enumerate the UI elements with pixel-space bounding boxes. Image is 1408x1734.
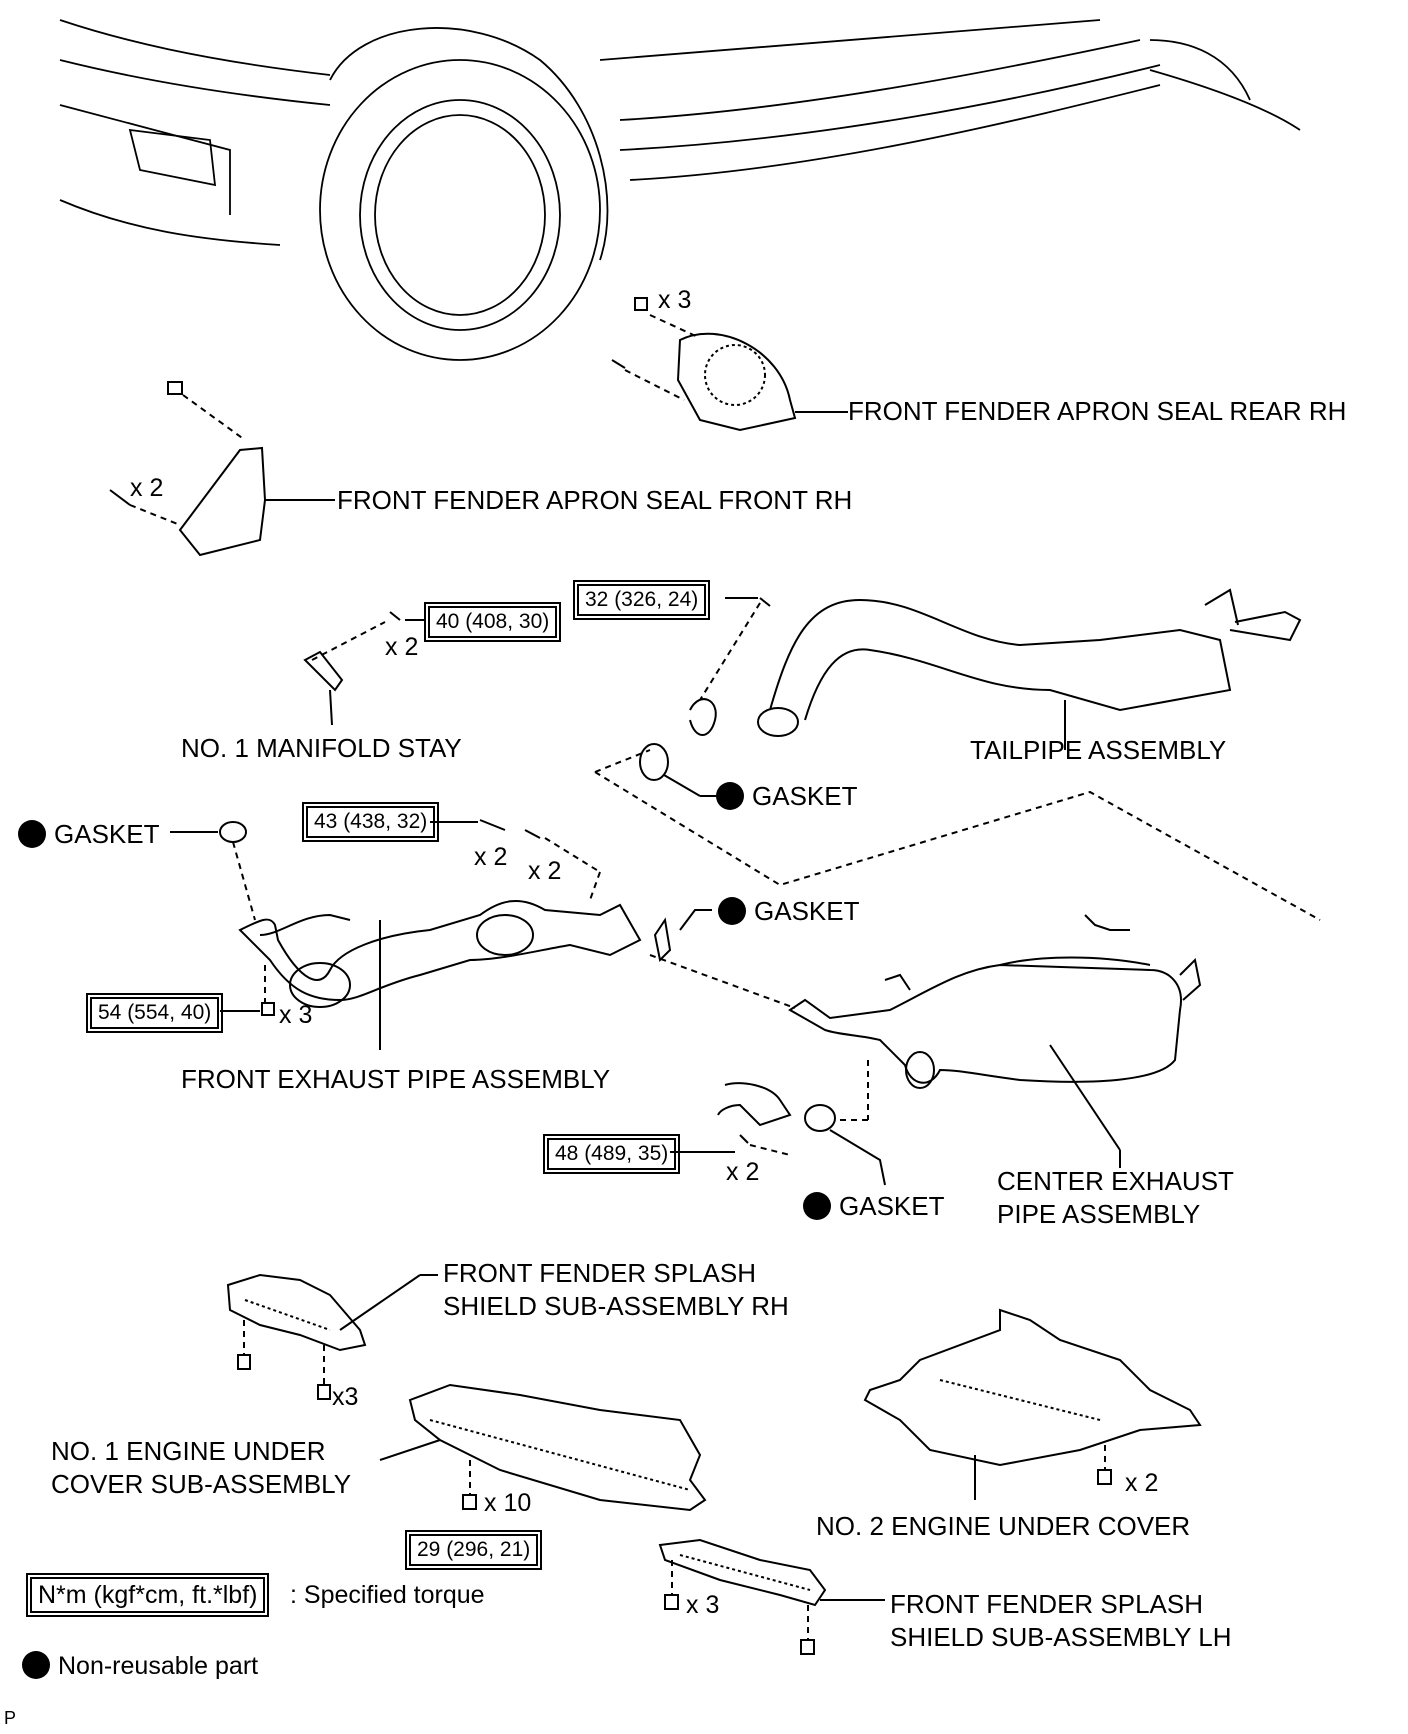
torque-manifold-nut: 54 (554, 40) <box>85 993 224 1033</box>
center-exhaust-shape <box>788 914 1202 1168</box>
gasket-text: GASKET <box>839 1191 945 1221</box>
qty-seal-front: x 2 <box>130 474 164 502</box>
manifold-stay-shape <box>303 611 425 726</box>
gasket-tailpipe-shape <box>639 743 669 781</box>
torque-center-bolt: 48 (489, 35) <box>542 1134 681 1174</box>
qty-stay: x 2 <box>385 633 419 661</box>
gasket-front-shape <box>219 821 247 843</box>
label-gasket-front: GASKET <box>18 818 159 850</box>
label-apron-seal-front-rh: FRONT FENDER APRON SEAL FRONT RH <box>337 485 853 515</box>
label-center-exhaust-1: CENTER EXHAUST <box>997 1166 1234 1196</box>
non-reusable-dot <box>718 897 746 925</box>
splash-shield-rh-shape <box>226 1273 438 1400</box>
qty-splash-rh: x3 <box>332 1383 359 1411</box>
torque-under-cover-bolt: 29 (296, 21) <box>404 1530 543 1570</box>
splash-shield-lh-shape <box>658 1538 885 1655</box>
non-reusable-dot <box>716 782 744 810</box>
label-gasket-tailpipe: GASKET <box>716 780 857 812</box>
gasket-text: GASKET <box>754 896 860 926</box>
label-center-exhaust-2: PIPE ASSEMBLY <box>997 1199 1201 1229</box>
qty-front-bolt: x 2 <box>474 843 508 871</box>
legend-non-reusable-text: Non-reusable part <box>58 1652 259 1680</box>
label-under-cover-1-1: NO. 1 ENGINE UNDER <box>51 1436 326 1466</box>
label-splash-rh-2: SHIELD SUB-ASSEMBLY RH <box>443 1291 789 1321</box>
apron-seal-rear-rh-shape <box>611 297 848 432</box>
non-reusable-dot <box>803 1192 831 1220</box>
non-reusable-dot <box>22 1651 50 1679</box>
label-tailpipe: TAILPIPE ASSEMBLY <box>970 735 1227 765</box>
qty-manifold-nut: x 3 <box>279 1001 313 1029</box>
vehicle-outline <box>59 19 1301 361</box>
torque-stay: 40 (408, 30) <box>423 602 562 642</box>
front-exhaust-shape <box>220 819 642 1050</box>
qty-seal-rear: x 3 <box>658 286 692 314</box>
legend-torque-box: N*m (kgf*cm, ft.*lbf) <box>25 1573 270 1617</box>
label-manifold-stay: NO. 1 MANIFOLD STAY <box>181 733 462 763</box>
gasket-middle-shape <box>653 917 672 963</box>
gasket-center-lower-shape <box>804 1104 836 1132</box>
label-apron-seal-rear-rh: FRONT FENDER APRON SEAL REAR RH <box>848 396 1347 426</box>
legend-torque-desc: : Specified torque <box>290 1581 485 1609</box>
gasket-text: GASKET <box>54 819 160 849</box>
label-splash-rh-1: FRONT FENDER SPLASH <box>443 1258 757 1288</box>
qty-front-spring: x 2 <box>528 857 562 885</box>
under-cover-1-shape <box>379 1383 707 1512</box>
tailpipe-shape <box>689 588 1302 750</box>
legend-non-reusable: Non-reusable part <box>22 1650 258 1682</box>
label-under-cover-2: NO. 2 ENGINE UNDER COVER <box>816 1511 1191 1541</box>
label-splash-lh-2: SHIELD SUB-ASSEMBLY LH <box>890 1622 1232 1652</box>
qty-center-bolt: x 2 <box>726 1158 760 1186</box>
label-front-exhaust: FRONT EXHAUST PIPE ASSEMBLY <box>181 1064 611 1094</box>
label-gasket-middle: GASKET <box>718 895 859 927</box>
corner-code: P <box>4 1708 17 1728</box>
label-under-cover-1-2: COVER SUB-ASSEMBLY <box>51 1469 352 1499</box>
gasket-text: GASKET <box>752 781 858 811</box>
non-reusable-dot <box>18 820 46 848</box>
qty-splash-lh: x 3 <box>686 1591 720 1619</box>
label-splash-lh-1: FRONT FENDER SPLASH <box>890 1589 1204 1619</box>
qty-under-cover-1: x 10 <box>484 1489 532 1517</box>
label-gasket-center: GASKET <box>803 1190 944 1222</box>
qty-under-cover-2: x 2 <box>1125 1469 1159 1497</box>
apron-seal-front-rh-shape <box>109 381 335 557</box>
torque-tailpipe-bolt: 32 (326, 24) <box>572 580 711 620</box>
torque-front-bolt: 43 (438, 32) <box>301 802 440 842</box>
under-cover-2-shape <box>863 1308 1202 1500</box>
